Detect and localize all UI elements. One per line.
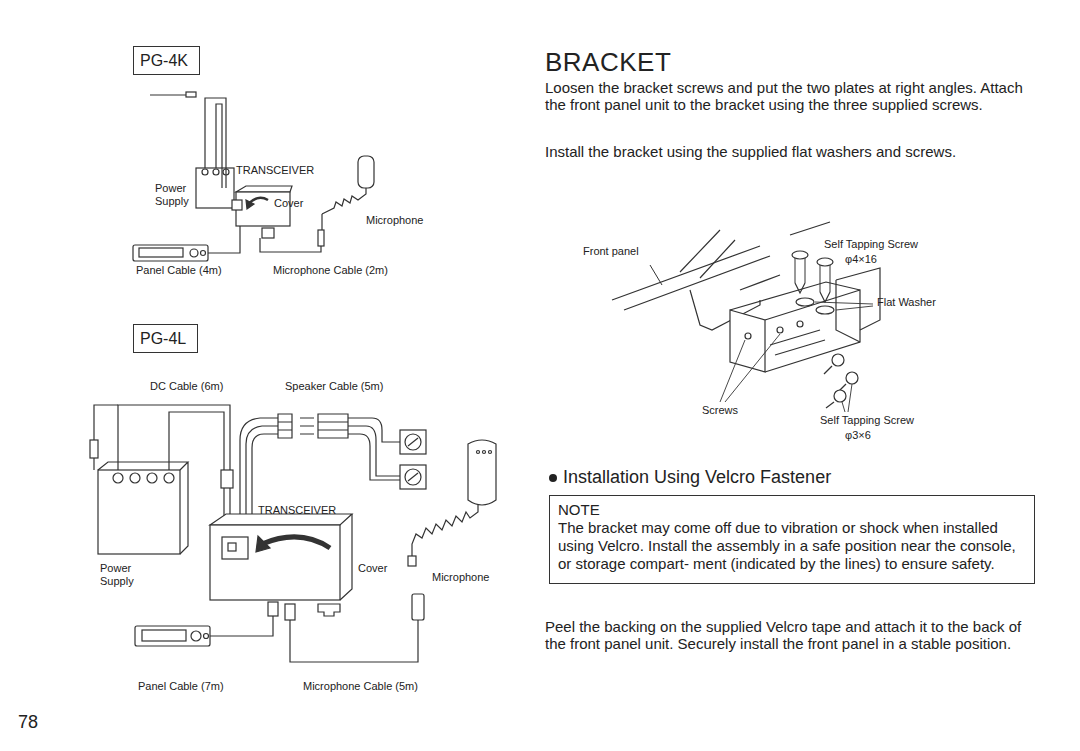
part-label: TRANSCEIVER	[258, 504, 336, 517]
part-label: Microphone	[366, 214, 423, 227]
note-box: NOTEThe bracket may come off due to vibr…	[549, 495, 1035, 584]
dimension: φ4×16	[845, 253, 877, 266]
cable-label: Speaker Cable (5m)	[285, 380, 383, 393]
bracket-illustration	[612, 222, 880, 412]
part-label: Power Supply	[155, 182, 195, 207]
page-title: BRACKET	[545, 48, 671, 78]
kit-name-box: PG-4L	[133, 324, 198, 353]
part-label: Cover	[274, 197, 303, 210]
body-paragraph: Loosen the bracket screws and put the tw…	[545, 79, 1040, 114]
note-heading: NOTE	[558, 501, 1026, 519]
page-number: 78	[18, 712, 38, 733]
cable-label: Panel Cable (4m)	[136, 264, 222, 277]
pg4k-illustration	[133, 92, 374, 261]
pg4l-illustration	[90, 405, 496, 662]
kit-name-box: PG-4K	[133, 46, 200, 75]
part-label: Self Tapping Screw	[824, 238, 918, 251]
cable-label: Microphone Cable (5m)	[303, 680, 418, 693]
part-label: Front panel	[583, 245, 639, 258]
body-paragraph: Install the bracket using the supplied f…	[545, 143, 1040, 160]
kit-name: PG-4L	[140, 329, 187, 348]
kit-name: PG-4K	[140, 51, 189, 70]
part-label: Self Tapping Screw	[820, 414, 914, 427]
cable-label: Panel Cable (7m)	[138, 680, 224, 693]
part-label: Screws	[702, 404, 738, 417]
heading-bullet	[549, 474, 557, 482]
dimension: φ3×6	[845, 429, 871, 442]
note-body: The bracket may come off due to vibratio…	[558, 519, 1026, 573]
cable-label: Microphone Cable (2m)	[273, 264, 388, 277]
part-label: Microphone	[432, 571, 489, 584]
section-heading: Installation Using Velcro Fastener	[563, 467, 831, 488]
cable-label: DC Cable (6m)	[150, 380, 223, 393]
part-label: Flat Washer	[877, 296, 936, 309]
body-paragraph: Peel the backing on the supplied Velcro …	[545, 618, 1040, 653]
part-label: Power Supply	[100, 562, 145, 587]
part-label: Cover	[358, 562, 387, 575]
part-label: TRANSCEIVER	[236, 164, 314, 177]
